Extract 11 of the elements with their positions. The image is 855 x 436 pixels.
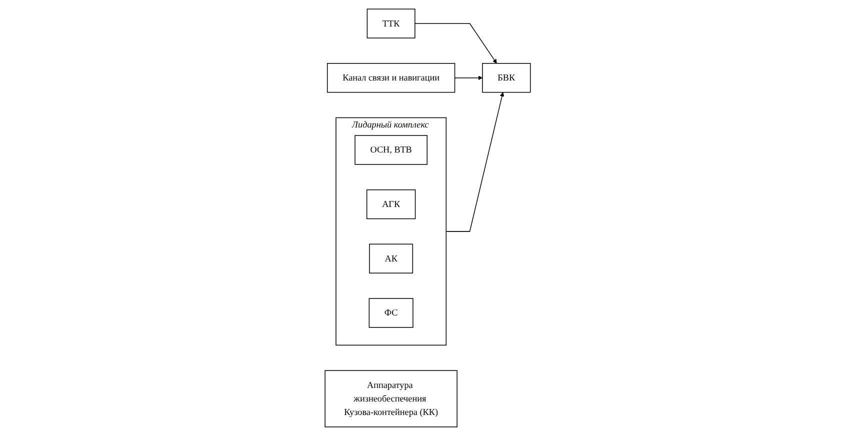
node-box: АК bbox=[368, 244, 413, 274]
node-box: ТТК bbox=[366, 8, 416, 38]
node-box: ОСН, ВТВ bbox=[354, 135, 428, 165]
arrow bbox=[446, 92, 504, 232]
arrow bbox=[454, 76, 482, 80]
node-box: БВК bbox=[482, 63, 531, 93]
node-box: ФС bbox=[368, 298, 414, 328]
node-box: Канал связи и навигации bbox=[326, 63, 455, 93]
node-box: АГК bbox=[366, 189, 416, 220]
node-box: Аппаратура жизнеобеспечения Кузова-контейнера (КК) bbox=[324, 370, 458, 428]
arrow bbox=[414, 23, 497, 64]
